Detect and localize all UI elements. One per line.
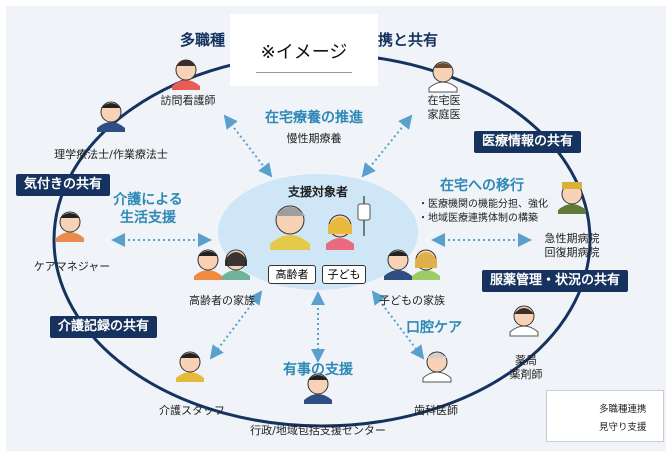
center-ellipse xyxy=(218,174,418,290)
image-note-box: ※イメージ xyxy=(230,14,378,86)
image-note-underline xyxy=(256,72,352,73)
transition-point: ・医療機関の機能分担、強化 xyxy=(418,199,548,210)
role-elder-family: 高齢者の家族 xyxy=(189,294,255,307)
role-pharmacy-1: 薬局 xyxy=(515,354,537,367)
title-left: 多職種 xyxy=(180,31,226,49)
elder-subject-figure xyxy=(270,205,310,250)
tag-noticing: 気付きの共有 xyxy=(16,174,111,196)
center-elder-label: 高齢者 xyxy=(268,265,316,284)
child-family-figure-1 xyxy=(384,249,412,280)
role-care-staff: 介護スタッフ xyxy=(159,404,225,417)
child-family-figure-2 xyxy=(412,249,440,280)
role-child-family: 子どもの家族 xyxy=(379,294,445,307)
hospital-doctor-figure xyxy=(558,182,586,214)
iv-drip-icon xyxy=(357,196,371,236)
therapist-figure xyxy=(97,101,125,132)
legend: 多職種連携 見守り支援 xyxy=(546,390,664,442)
elder-family-figure-1 xyxy=(194,249,222,280)
transition-point: ・地域医療連携体制の構築 xyxy=(418,213,538,224)
legend-solid-label: 多職種連携 xyxy=(599,404,647,415)
role-dentist: 歯科医師 xyxy=(414,404,458,417)
nurse-figure xyxy=(172,59,200,90)
theme-transition: 在宅への移行 xyxy=(440,178,524,194)
image-note: ※イメージ xyxy=(260,42,348,63)
title-right: 携と共有 xyxy=(378,31,439,49)
watch-connectors xyxy=(111,114,532,363)
government-figure xyxy=(304,373,332,404)
theme-life-support-2: 生活支援 xyxy=(120,210,176,226)
center-child-label: 子ども xyxy=(322,265,366,284)
child-subject-figure xyxy=(326,214,354,250)
theme-emergency: 有事の支援 xyxy=(283,362,353,378)
role-care-manager: ケアマネジャー xyxy=(33,260,111,273)
transition-points: ・医療機関の機能分担、強化 ・地域医療連携体制の構築 xyxy=(418,198,548,226)
center-heading: 支援対象者 xyxy=(287,185,349,199)
role-hospital-2: 回復期病院 xyxy=(544,246,600,259)
person-icons xyxy=(56,59,586,404)
legend-dotted-label: 見守り支援 xyxy=(599,422,647,433)
care-staff-figure xyxy=(176,351,204,382)
role-nurse: 訪問看護師 xyxy=(160,94,216,107)
transition-point-1: 医療機関の機能分担、強化 xyxy=(428,199,548,210)
theme-oral-care: 口腔ケア xyxy=(406,320,462,336)
care-manager-figure xyxy=(56,211,84,242)
theme-life-support-1: 介護による xyxy=(113,192,183,208)
transition-point-2: 地域医療連携体制の構築 xyxy=(428,213,538,224)
home-doctor-figure xyxy=(428,61,458,93)
pharmacist-figure xyxy=(509,305,539,337)
dentist-figure xyxy=(422,351,452,383)
role-hospital-1: 急性期病院 xyxy=(544,232,600,245)
role-home-doctor-1: 在宅医 xyxy=(427,94,461,107)
elder-family-figure-2 xyxy=(222,249,250,280)
role-pharmacy-2: 薬剤師 xyxy=(509,368,543,381)
role-therapist: 理学療法士/作業療法士 xyxy=(54,148,168,161)
tag-medication: 服薬管理・状況の共有 xyxy=(482,270,629,292)
role-government: 行政/地域包括支援センター xyxy=(250,424,386,437)
tag-medical-info: 医療情報の共有 xyxy=(474,131,582,153)
tag-care-record: 介護記録の共有 xyxy=(50,316,158,338)
theme-home-care: 在宅療養の推進 xyxy=(265,110,363,126)
role-home-doctor-2: 家庭医 xyxy=(427,108,461,121)
theme-home-care-sub: 慢性期療養 xyxy=(286,132,342,145)
